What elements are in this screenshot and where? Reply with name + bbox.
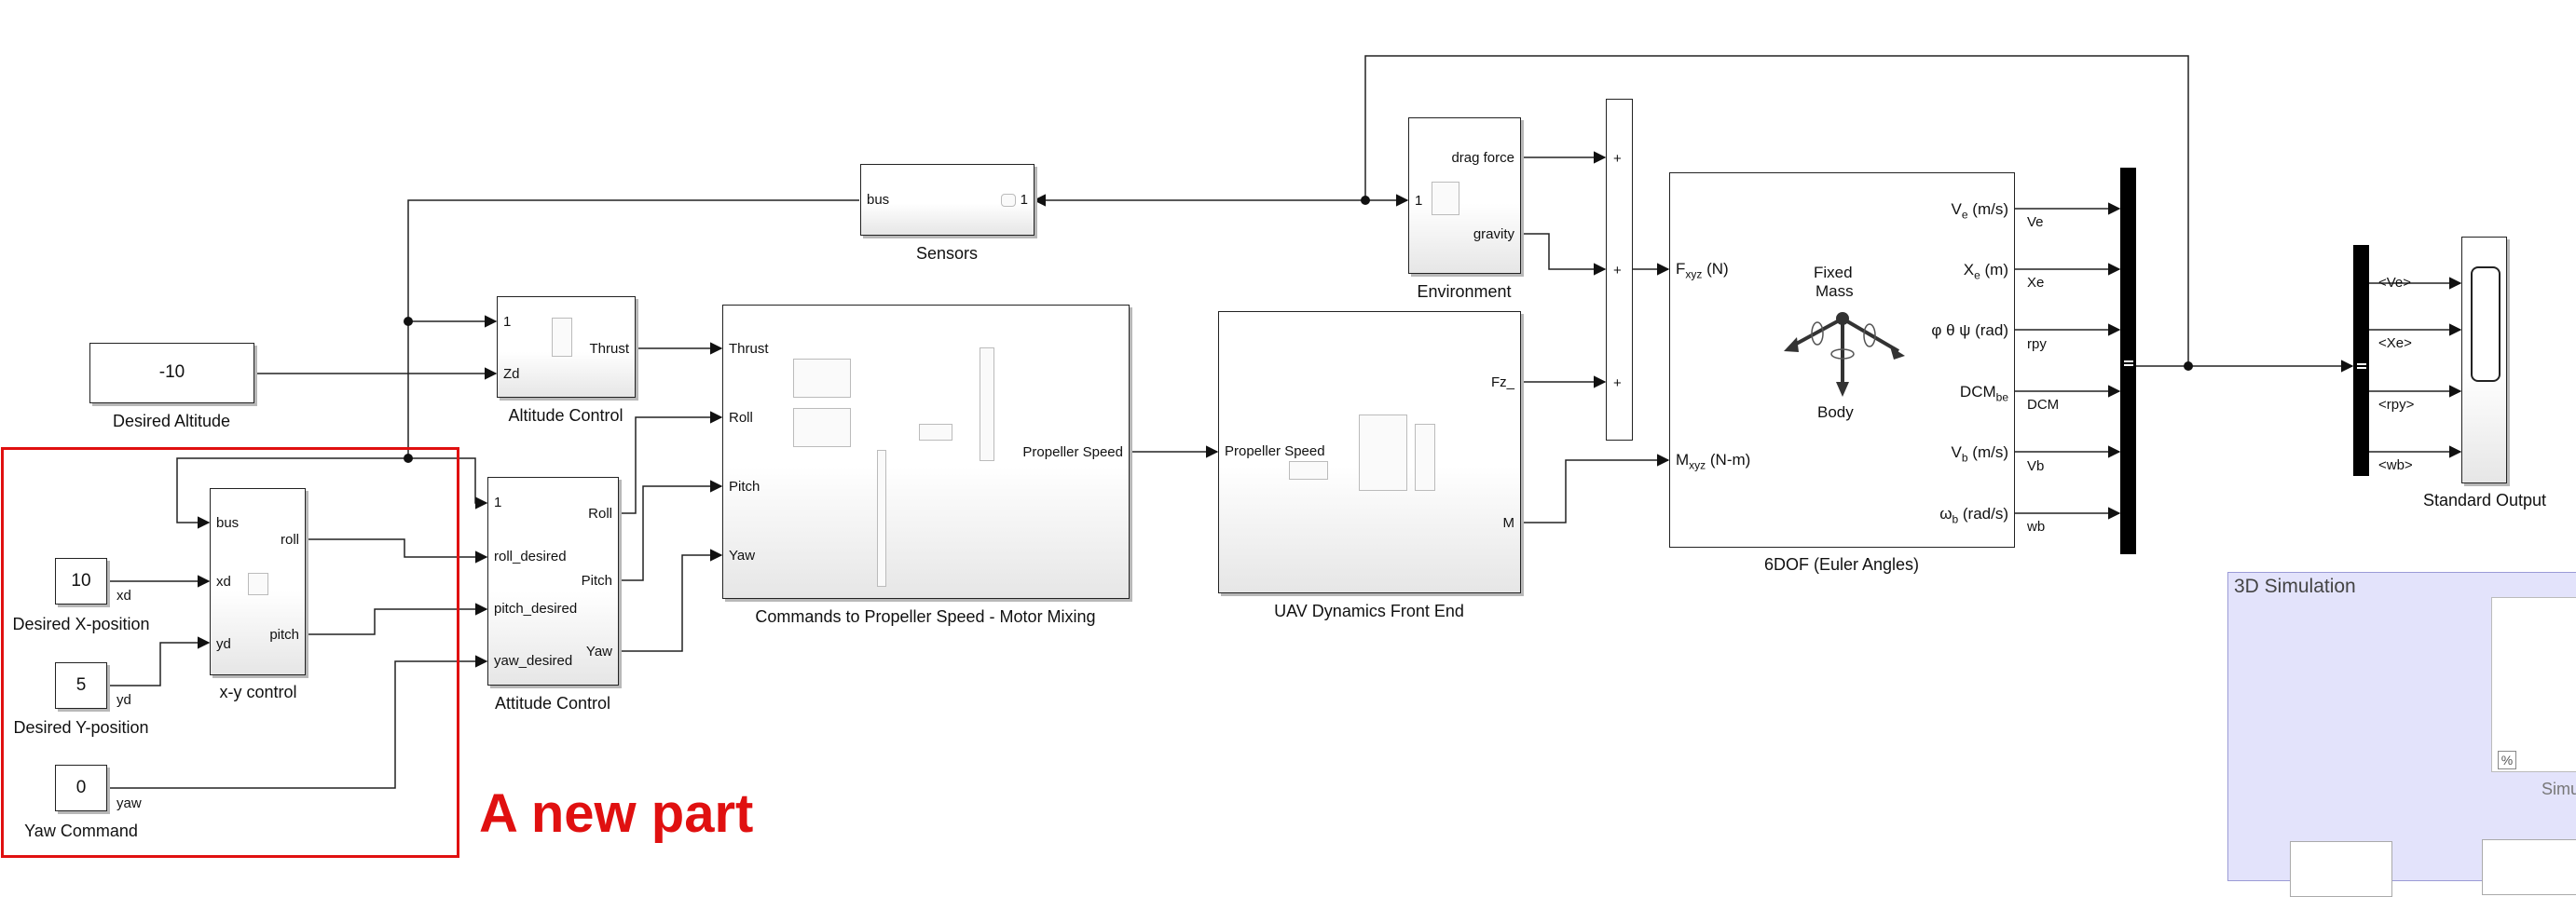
xy-bus-port: bus [216,515,240,531]
xy-xd-port: xd [216,574,231,590]
rpy-signal-label: rpy [2027,336,2047,352]
sensors-block[interactable]: bus 1 [860,164,1035,236]
simulation-block-label: Simul [2542,780,2576,798]
simulation-3d-area[interactable]: 3D Simulation % Simul [2227,572,2576,897]
sixdof-euler-port: φ θ ψ (rad) [1931,321,2008,339]
sixdof-force-port: Fxyz (N) [1676,260,1729,281]
sixdof-moment-port: Mxyz (N-m) [1676,451,1751,472]
yaw-command-value: 0 [75,778,87,797]
mix-roll-port: Roll [729,410,753,426]
desired-x-label: Desired X-position [12,615,150,633]
sum-block[interactable]: + + + [1606,99,1633,441]
sum-plus-3: + [1613,375,1622,391]
yaw-command-label: Yaw Command [24,822,138,840]
desired-y-label: Desired Y-position [13,718,149,737]
xy-yd-port: yd [216,636,231,652]
standard-output-label: Standard Output [2422,491,2547,510]
att-in1-port: 1 [494,495,502,510]
signal-lines [107,55,2462,789]
bus-selector-block[interactable] [2353,245,2369,476]
desired-y-constant[interactable]: 5 [55,662,107,709]
sixdof-body-text: Body [1817,403,1854,421]
env-in-port: 1 [1415,193,1423,209]
yd-signal-label: yd [116,692,131,708]
new-part-highlight-box [1,447,459,858]
sixdof-mass-text: Mass [1816,282,1854,300]
altitude-control-label: Altitude Control [508,406,623,425]
standard-output-scope[interactable] [2461,237,2507,483]
environment-block[interactable]: 1 drag force gravity [1408,117,1521,274]
mix-pitch-port: Pitch [729,479,760,495]
ve-signal-label: Ve [2027,214,2044,230]
xy-control-label: x-y control [219,683,297,701]
desired-altitude-label: Desired Altitude [112,412,231,430]
yaw-signal-label: yaw [116,795,142,811]
attitude-control-label: Attitude Control [494,694,611,713]
sum-plus-1: + [1613,151,1622,167]
sixdof-block[interactable]: Fxyz (N) Mxyz (N-m) Fixed Mass Body Ve (… [1669,172,2015,548]
sixdof-vb-port: Vb (m/s) [1951,443,2008,465]
altitude-control-block[interactable]: 1 Zd Thrust [497,296,636,398]
env-gravity-port: gravity [1473,226,1514,242]
sixdof-wb-port: ωb (rad/s) [1939,505,2008,526]
sixdof-xe-port: Xe (m) [1963,261,2008,282]
environment-label: Environment [1417,282,1512,301]
attitude-control-block[interactable]: 1 roll_desired pitch_desired yaw_desired… [487,477,619,686]
motor-mixing-label: Commands to Propeller Speed - Motor Mixi… [755,607,1096,626]
bus-creator-block[interactable] [2120,168,2136,554]
att-yaw-port: Yaw [585,644,612,659]
vb-signal-label: Vb [2027,458,2045,474]
xy-roll-port: roll [280,532,299,548]
desired-altitude-constant[interactable]: -10 [89,343,254,403]
simulation-sub-block-1[interactable] [2290,841,2392,897]
uav-fz-port: Fz_ [1490,374,1514,390]
sensors-label: Sensors [915,244,979,263]
att-roll-desired-port: roll_desired [494,549,567,564]
body-axes-icon [1784,312,1905,397]
desired-altitude-value: -10 [158,362,185,382]
selector-xe-label: <Xe> [2378,335,2412,351]
mix-propeller-speed-port: Propeller Speed [1022,444,1123,460]
alt-thrust-port: Thrust [589,341,629,357]
xe-signal-label: Xe [2027,275,2045,291]
uav-dynamics-label: UAV Dynamics Front End [1274,602,1464,620]
simulation-sub-block-2[interactable] [2482,839,2576,895]
dcm-signal-label: DCM [2027,397,2060,413]
mix-thrust-port: Thrust [729,341,769,357]
desired-y-value: 5 [75,675,87,695]
sensors-bus-port: bus [867,192,890,208]
xd-signal-label: xd [116,588,131,604]
sum-plus-2: + [1613,263,1622,279]
selector-rpy-label: <rpy> [2378,397,2415,413]
sixdof-dcm-port: DCMbe [1959,383,2008,404]
xy-pitch-port: pitch [269,627,299,643]
alt-zd-port: Zd [503,366,520,382]
att-pitch-port: Pitch [581,573,612,589]
sixdof-fixed-text: Fixed [1814,264,1853,281]
selector-wb-label: <wb> [2378,457,2413,473]
mix-yaw-port: Yaw [729,548,756,564]
att-yaw-desired-port: yaw_desired [494,653,573,669]
yaw-command-constant[interactable]: 0 [55,765,107,811]
desired-x-constant[interactable]: 10 [55,558,107,605]
motor-mixing-block[interactable]: Thrust Roll Pitch Yaw Propeller Speed [722,305,1130,599]
xy-control-block[interactable]: bus xd yd roll pitch [210,488,306,675]
att-roll-port: Roll [588,506,612,522]
new-part-annotation: A new part [479,783,754,844]
simulation-block[interactable]: % [2491,597,2576,772]
desired-x-value: 10 [71,571,91,591]
selector-ve-label: <Ve> [2378,275,2412,291]
sixdof-ve-port: Ve (m/s) [1951,200,2008,222]
simulation-3d-title: 3D Simulation [2234,576,2356,597]
wb-signal-label: wb [2027,519,2046,535]
uav-m-port: M [1502,515,1515,531]
uav-propeller-speed-port: Propeller Speed [1225,443,1325,459]
uav-dynamics-block[interactable]: Propeller Speed Fz_ M [1218,311,1521,593]
sixdof-label: 6DOF (Euler Angles) [1763,555,1920,574]
alt-in1-port: 1 [503,314,512,330]
env-drag-force-port: drag force [1451,150,1514,166]
sensors-out-port: 1 [1020,192,1028,208]
att-pitch-desired-port: pitch_desired [494,601,578,617]
